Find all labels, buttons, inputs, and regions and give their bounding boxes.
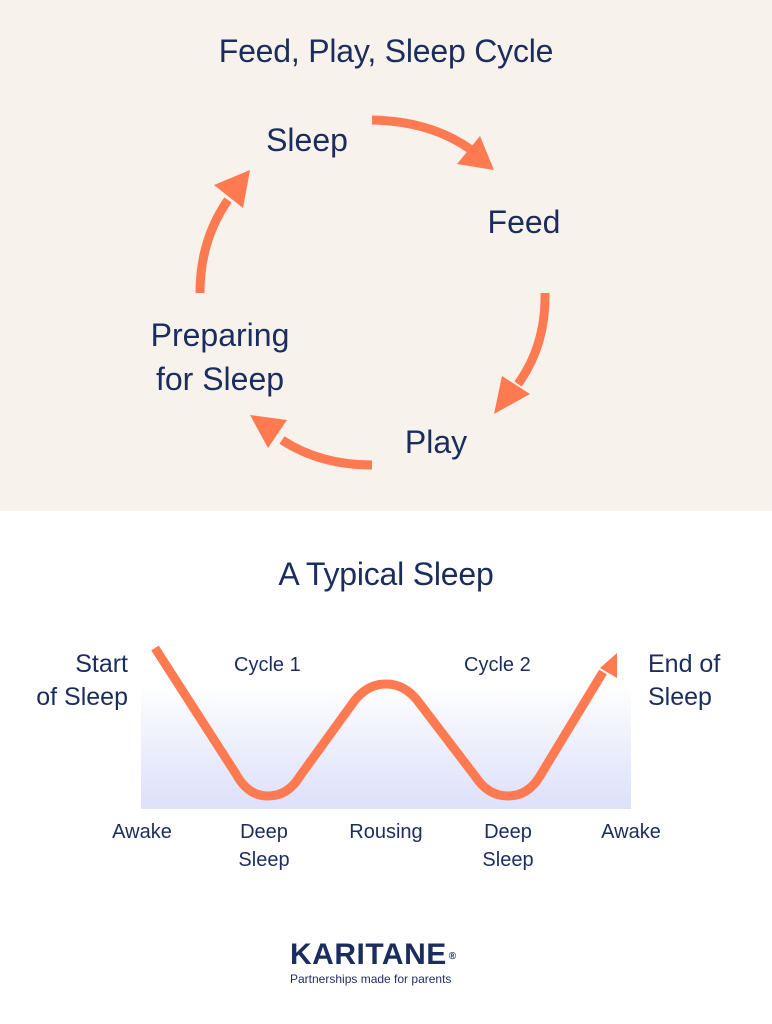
arrow-sleep-to-feed [371,115,473,153]
stage-rousing: Rousing [336,818,436,846]
end-label-line1: End of [648,650,721,678]
arrowhead-preparing-icon [250,415,287,448]
cycle-title: Feed, Play, Sleep Cycle [218,33,554,69]
arrow-play-to-preparing [279,436,373,470]
node-preparing-line1: Preparing [150,317,290,353]
end-label-line2: Sleep [648,683,712,711]
sleep-title: A Typical Sleep [278,556,494,592]
stage-deep-sleep-2: Deep Sleep [463,818,553,874]
arrow-feed-to-play [514,292,550,387]
stage-deep-sleep-1: Deep Sleep [219,818,309,874]
brand-wordmark: KARITANE [290,938,447,971]
sleep-depth-area [141,685,631,809]
node-sleep: Sleep [266,122,348,158]
registered-mark-icon: ® [448,951,457,962]
stage-line1: Deep [484,821,532,843]
stage-line1: Rousing [349,821,423,843]
node-preparing-for-sleep: Preparing for Sleep [130,313,310,401]
node-feed: Feed [487,204,561,240]
start-label-line2: of Sleep [36,683,128,711]
stage-awake-start: Awake [97,818,187,846]
end-arrowhead-icon [600,653,617,678]
arrowhead-sleep-icon [214,170,250,208]
cycle-arrows [195,115,550,470]
cycle-1-label: Cycle 1 [234,654,301,676]
stage-line1: Awake [601,821,661,843]
stage-line2: Sleep [238,849,290,871]
brand-tagline: Partnerships made for parents [290,972,452,986]
brand-name: KARITANE® [290,939,490,971]
end-of-sleep-label: End of Sleep [648,648,758,714]
brand-logo: KARITANE® Partnerships made for parents [290,939,490,987]
arrow-preparing-to-sleep [195,197,232,294]
node-play: Play [404,424,468,460]
start-label-line1: Start [75,650,128,678]
cycle-2-label: Cycle 2 [464,654,531,676]
start-of-sleep-label: Start of Sleep [20,648,128,714]
stage-line2: Sleep [482,849,534,871]
cycle-panel [0,0,772,511]
arrowhead-feed-icon [457,136,494,170]
stage-awake-end: Awake [586,818,676,846]
node-preparing-line2: for Sleep [155,361,285,397]
stage-line1: Awake [112,821,172,843]
arrowhead-play-icon [494,376,530,414]
stage-line1: Deep [240,821,288,843]
